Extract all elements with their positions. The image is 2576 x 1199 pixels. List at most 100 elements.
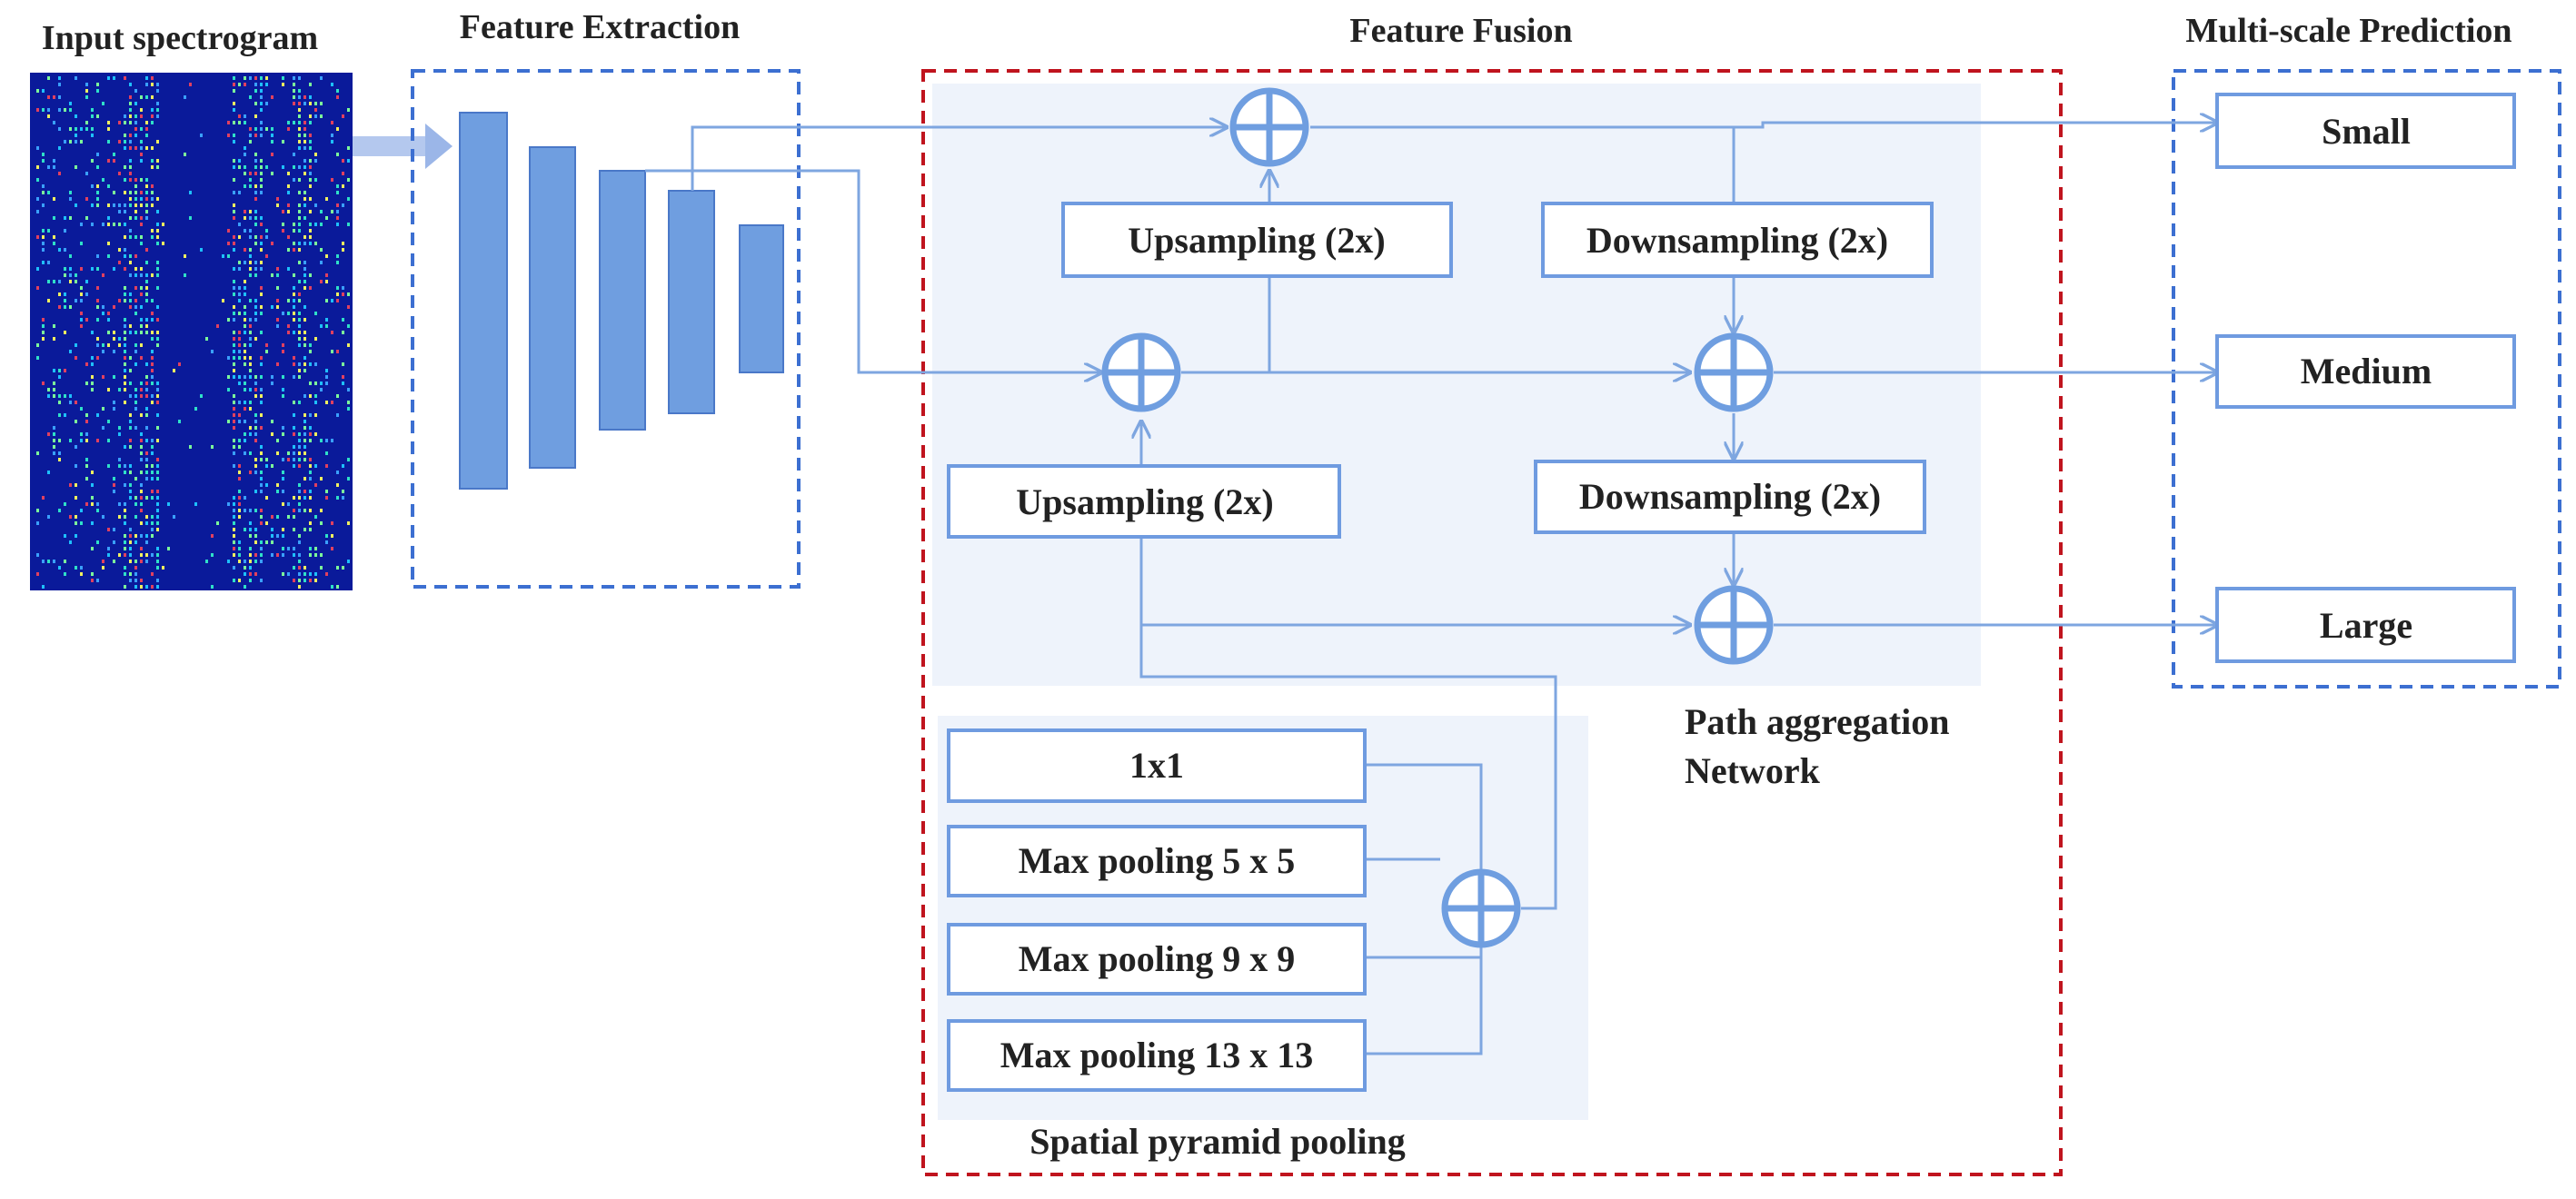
spectrogram-pixel bbox=[42, 382, 45, 385]
backbone-layer bbox=[459, 112, 508, 490]
spectrogram-pixel bbox=[156, 521, 159, 525]
spectrogram-pixel bbox=[140, 445, 143, 449]
spectrogram-pixel bbox=[331, 521, 333, 525]
spectrogram-pixel bbox=[129, 579, 132, 582]
spectrogram-pixel bbox=[42, 496, 45, 500]
spectrogram-pixel bbox=[303, 477, 306, 481]
spectrogram-pixel bbox=[233, 76, 235, 80]
spectrogram-pixel bbox=[282, 547, 284, 550]
spectrogram-pixel bbox=[227, 356, 230, 360]
spectrogram-pixel bbox=[233, 159, 235, 163]
spectrogram-pixel bbox=[129, 273, 132, 277]
spectrogram-texture bbox=[36, 76, 350, 589]
spectrogram-pixel bbox=[53, 242, 55, 245]
spectrogram-pixel bbox=[129, 560, 132, 563]
spectrogram-pixel bbox=[80, 223, 83, 226]
spectrogram-pixel bbox=[156, 382, 159, 385]
spectrogram-pixel bbox=[85, 382, 88, 385]
spectrogram-pixel bbox=[151, 464, 154, 468]
spectrogram-pixel bbox=[118, 210, 121, 213]
spectrogram-pixel bbox=[293, 223, 295, 226]
spectrogram-pixel bbox=[140, 114, 143, 118]
spectrogram-pixel bbox=[145, 553, 148, 557]
spectrogram-pixel bbox=[254, 114, 257, 118]
spectrogram-pixel bbox=[134, 254, 137, 258]
spectrogram-pixel bbox=[293, 242, 295, 245]
spectrogram-pixel bbox=[336, 350, 339, 353]
spectrogram-pixel bbox=[260, 458, 263, 461]
spectrogram-pixel bbox=[151, 521, 154, 525]
spectrogram-pixel bbox=[293, 95, 295, 99]
spectrogram-pixel bbox=[151, 197, 154, 201]
spectrogram-pixel bbox=[53, 197, 55, 201]
spectrogram-pixel bbox=[134, 267, 137, 271]
spectrogram-pixel bbox=[293, 362, 295, 366]
spectrogram-pixel bbox=[293, 286, 295, 290]
spectrogram-pixel bbox=[287, 502, 290, 506]
spectrogram-pixel bbox=[69, 515, 72, 519]
spectrogram-pixel bbox=[151, 273, 154, 277]
spectrogram-pixel bbox=[342, 566, 344, 570]
spectrogram-pixel bbox=[347, 223, 350, 226]
spectrogram-pixel bbox=[347, 197, 350, 201]
spectrogram-pixel bbox=[102, 102, 104, 105]
spectrogram-pixel bbox=[96, 191, 99, 194]
spectrogram-pixel bbox=[336, 292, 339, 296]
spectrogram-pixel bbox=[113, 203, 115, 207]
spectrogram-pixel bbox=[254, 261, 257, 264]
spectrogram-pixel bbox=[293, 273, 295, 277]
spectrogram-pixel bbox=[145, 458, 148, 461]
spectrogram-pixel bbox=[303, 242, 306, 245]
spectrogram-pixel bbox=[151, 159, 154, 163]
spectrogram-pixel bbox=[276, 324, 279, 328]
spectrogram-pixel bbox=[156, 331, 159, 334]
spectrogram-pixel bbox=[96, 413, 99, 417]
spectrogram-pixel bbox=[129, 496, 132, 500]
spectrogram-pixel bbox=[145, 426, 148, 430]
spectrogram-pixel bbox=[145, 451, 148, 455]
spectrogram-pixel bbox=[134, 102, 137, 105]
spectrogram-pixel bbox=[156, 579, 159, 582]
spectrogram-pixel bbox=[254, 337, 257, 341]
spectrogram-pixel bbox=[36, 267, 39, 271]
spectrogram-pixel bbox=[140, 267, 143, 271]
spectrogram-pixel bbox=[140, 439, 143, 442]
input-title: Input spectrogram bbox=[42, 19, 318, 57]
spectrogram-pixel bbox=[244, 362, 246, 366]
spectrogram-pixel bbox=[58, 305, 61, 309]
spectrogram-pixel bbox=[309, 350, 312, 353]
spectrogram-pixel bbox=[287, 210, 290, 213]
spectrogram-pixel bbox=[347, 458, 350, 461]
spectrogram-pixel bbox=[113, 153, 115, 156]
spectrogram-pixel bbox=[85, 280, 88, 283]
spectrogram-pixel bbox=[69, 267, 72, 271]
spectrogram-pixel bbox=[233, 343, 235, 347]
spectrogram-pixel bbox=[298, 191, 301, 194]
spectrogram-pixel bbox=[260, 178, 263, 182]
spectrogram-pixel bbox=[254, 432, 257, 436]
spectrogram-pixel bbox=[69, 483, 72, 487]
spectrogram-pixel bbox=[156, 471, 159, 474]
spectrogram-pixel bbox=[233, 292, 235, 296]
spectrogram-pixel bbox=[314, 413, 317, 417]
spectrogram-pixel bbox=[53, 388, 55, 391]
spectrogram-pixel bbox=[249, 426, 252, 430]
spectrogram-pixel bbox=[47, 394, 50, 398]
spectrogram-pixel bbox=[298, 553, 301, 557]
spectrogram-pixel bbox=[293, 83, 295, 86]
spectrogram-pixel bbox=[200, 394, 203, 398]
spectrogram-pixel bbox=[309, 146, 312, 150]
spectrogram-pixel bbox=[238, 312, 241, 315]
spectrogram-pixel bbox=[254, 490, 257, 493]
spectrogram-pixel bbox=[113, 337, 115, 341]
spectrogram-pixel bbox=[124, 369, 126, 372]
spectrogram-pixel bbox=[260, 292, 263, 296]
spectrogram-pixel bbox=[287, 127, 290, 131]
spectrogram-pixel bbox=[75, 127, 77, 131]
spectrogram-pixel bbox=[156, 502, 159, 506]
spectrogram-pixel bbox=[36, 521, 39, 525]
spectrogram-pixel bbox=[151, 451, 154, 455]
spectrogram-pixel bbox=[303, 439, 306, 442]
downsampling-top-box: Downsampling (2x) bbox=[1541, 202, 1934, 278]
spectrogram-pixel bbox=[314, 108, 317, 112]
